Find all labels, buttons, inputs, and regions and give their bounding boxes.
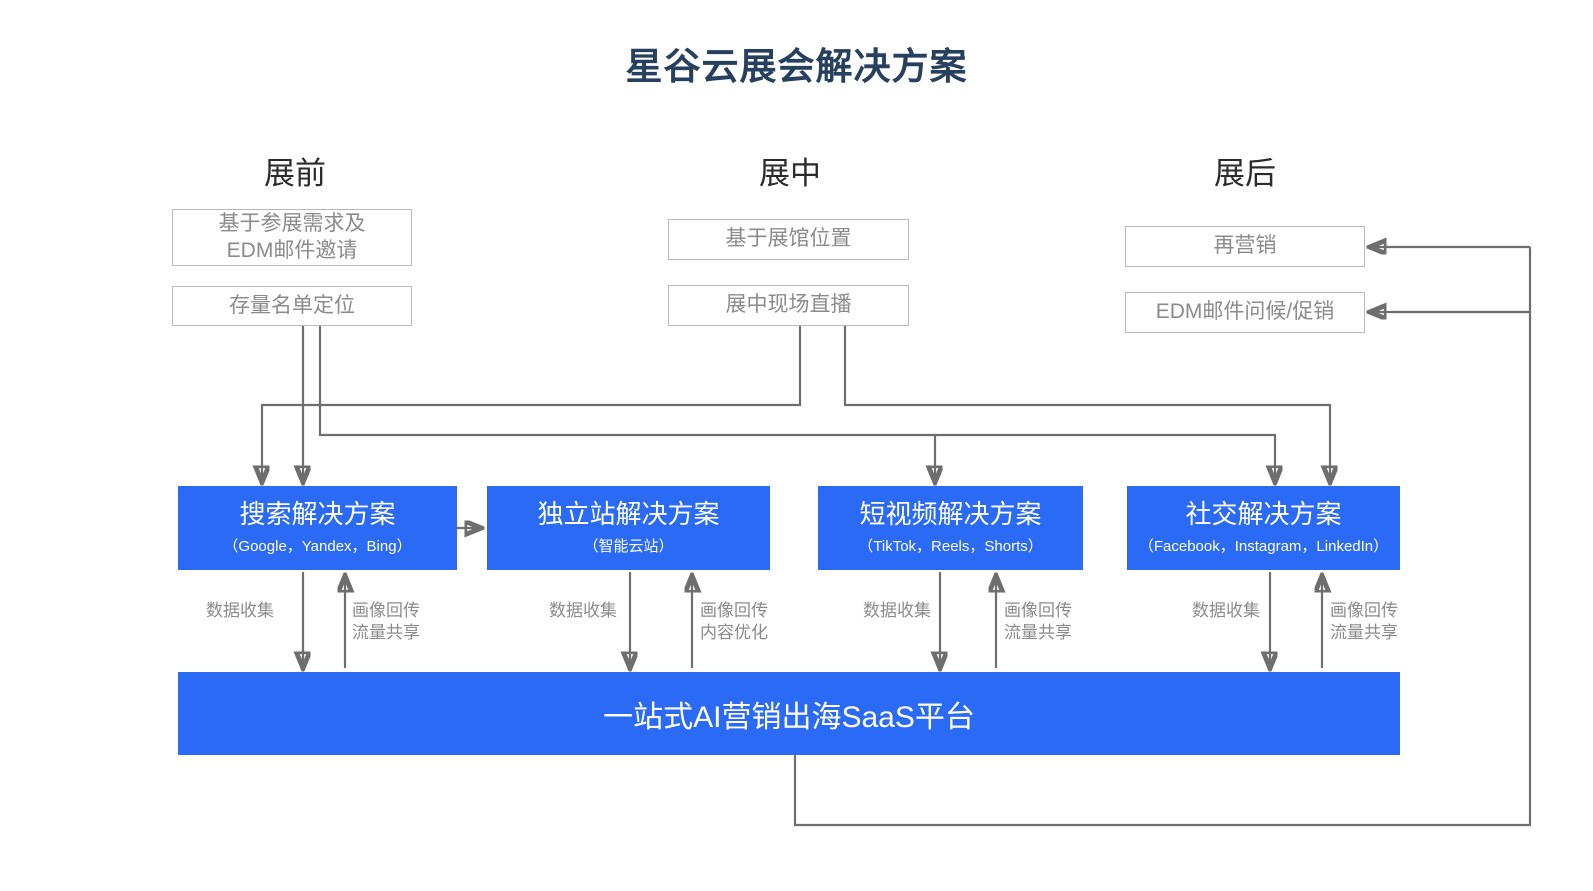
solution-box-site[interactable]: 独立站解决方案 （智能云站） bbox=[487, 486, 770, 570]
phase-heading-post: 展后 bbox=[1214, 156, 1276, 191]
phase-box-pre-1[interactable]: 基于参展需求及 EDM邮件邀请 bbox=[172, 209, 412, 266]
phase-box-pre-2-line1: 存量名单定位 bbox=[229, 293, 355, 317]
solution-sub-site: （智能云站） bbox=[583, 537, 674, 555]
edge-label-social-up-l2: 流量共享 bbox=[1330, 623, 1398, 643]
solution-sub-social: （Facebook，Instagram，LinkedIn） bbox=[1138, 537, 1389, 555]
phase-box-pre-2[interactable]: 存量名单定位 bbox=[172, 286, 412, 326]
phase-box-pre-1-line1: 基于参展需求及 bbox=[218, 211, 366, 235]
phase-box-post-1-line1: 再营销 bbox=[1213, 234, 1277, 258]
phase-box-live-1-line1: 基于展馆位置 bbox=[725, 227, 852, 251]
phase-heading-live: 展中 bbox=[759, 156, 821, 191]
edge-label-social-down: 数据收集 bbox=[1176, 600, 1276, 622]
phase-box-pre-1-line2: EDM邮件邀请 bbox=[226, 238, 358, 262]
solution-sub-search: （Google，Yandex，Bing） bbox=[223, 537, 412, 555]
edge-label-site-up: 画像回传 内容优化 bbox=[700, 600, 792, 644]
page-title: 星谷云展会解决方案 bbox=[625, 46, 968, 87]
edge-label-search-up-l1: 画像回传 bbox=[352, 601, 420, 620]
wire-pre2-to-bus-lower bbox=[318, 326, 1275, 482]
edge-label-site-down-l1: 数据收集 bbox=[549, 601, 617, 620]
edge-label-video-up: 画像回传 流量共享 bbox=[1004, 600, 1096, 644]
edge-label-social-up-l1: 画像回传 bbox=[1330, 601, 1398, 620]
phase-box-live-2[interactable]: 展中现场直播 bbox=[668, 285, 909, 326]
edge-label-video-up-l2: 流量共享 bbox=[1004, 623, 1072, 643]
edge-label-social-up: 画像回传 流量共享 bbox=[1330, 600, 1422, 644]
solution-title-search: 搜索解决方案 bbox=[239, 499, 396, 530]
phase-box-post-1[interactable]: 再营销 bbox=[1125, 226, 1365, 267]
edge-label-search-down-l1: 数据收集 bbox=[206, 601, 274, 620]
solution-title-social: 社交解决方案 bbox=[1185, 499, 1342, 530]
platform-bar[interactable]: 一站式AI营销出海SaaS平台 bbox=[178, 672, 1400, 755]
edge-label-site-up-l1: 画像回传 bbox=[700, 601, 768, 620]
wire-live2-right-to-social bbox=[843, 326, 1330, 482]
phase-box-post-2[interactable]: EDM邮件问候/促销 bbox=[1125, 292, 1365, 333]
phase-box-post-2-line1: EDM邮件问候/促销 bbox=[1155, 300, 1335, 324]
wire-live2-left-to-search bbox=[262, 326, 802, 482]
solution-box-search[interactable]: 搜索解决方案 （Google，Yandex，Bing） bbox=[178, 486, 457, 570]
solution-title-site: 独立站解决方案 bbox=[537, 499, 720, 530]
phase-heading-pre: 展前 bbox=[264, 156, 326, 191]
edge-label-search-up-l2: 流量共享 bbox=[352, 623, 420, 643]
edge-label-social-down-l1: 数据收集 bbox=[1192, 601, 1260, 620]
phase-box-live-2-line1: 展中现场直播 bbox=[725, 293, 852, 317]
platform-label: 一站式AI营销出海SaaS平台 bbox=[603, 700, 975, 734]
edge-label-site-down: 数据收集 bbox=[533, 600, 633, 622]
solution-sub-video: （TikTok，Reels，Shorts） bbox=[858, 537, 1043, 555]
edge-label-video-down: 数据收集 bbox=[847, 600, 947, 622]
edge-label-video-up-l1: 画像回传 bbox=[1004, 601, 1072, 620]
edge-label-search-down: 数据收集 bbox=[190, 600, 290, 622]
edge-label-site-up-l2: 内容优化 bbox=[700, 623, 768, 643]
edge-label-video-down-l1: 数据收集 bbox=[863, 601, 931, 620]
solution-box-video[interactable]: 短视频解决方案 （TikTok，Reels，Shorts） bbox=[818, 486, 1083, 570]
solution-title-video: 短视频解决方案 bbox=[859, 499, 1042, 530]
phase-box-live-1[interactable]: 基于展馆位置 bbox=[668, 219, 909, 260]
solution-box-social[interactable]: 社交解决方案 （Facebook，Instagram，LinkedIn） bbox=[1127, 486, 1400, 570]
edge-label-search-up: 画像回传 流量共享 bbox=[352, 600, 444, 644]
